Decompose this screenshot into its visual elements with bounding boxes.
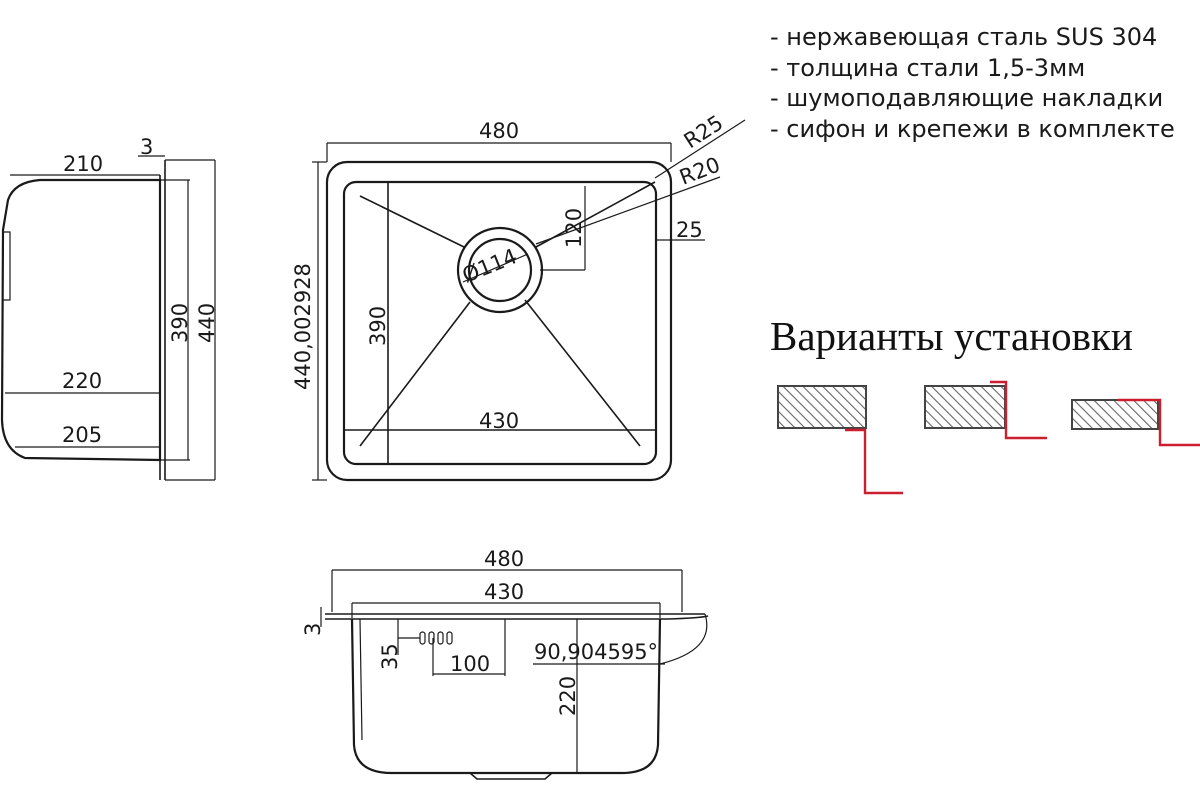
installation-variants-title: Варианты установки xyxy=(770,313,1133,359)
side-view-label-205: 205 xyxy=(62,423,102,447)
countertop-section-hatch xyxy=(924,385,1006,429)
top-view-inner-bowl xyxy=(342,180,658,466)
front-view: 480 430 3 35 100 90,904595° 220 xyxy=(301,547,709,780)
feature-item: - нержавеющая сталь SUS 304 xyxy=(770,23,1158,51)
countertop-section-hatch xyxy=(1071,399,1159,430)
top-view-slope-bottom-left xyxy=(359,301,471,447)
top-view: 480 R25 R20 120 25 Ø114 440,002928 390 4… xyxy=(291,111,746,482)
front-view-overflow-hole-2 xyxy=(428,631,435,645)
top-view-label-440: 440,002928 xyxy=(291,263,315,390)
front-view-bowl-inner-left xyxy=(359,618,363,741)
top-view-label-drain-diameter: Ø114 xyxy=(459,244,520,287)
top-view-slope-top-left xyxy=(359,195,465,248)
install-variant-flush-mount xyxy=(924,380,1047,440)
top-view-label-390: 390 xyxy=(366,306,390,346)
front-view-drain-foot xyxy=(469,772,553,780)
feature-item: - сифон и крепежи в комплекте xyxy=(770,114,1175,143)
front-view-label-35: 35 xyxy=(378,643,402,670)
front-view-label-100: 100 xyxy=(450,652,490,676)
front-view-label-3: 3 xyxy=(301,623,325,636)
front-view-label-220: 220 xyxy=(556,676,580,716)
side-view-front-lip xyxy=(2,231,11,301)
top-view-radius-leader-r20 xyxy=(535,176,721,245)
sink-profile-red xyxy=(990,380,1047,440)
front-view-overflow-hole-1 xyxy=(419,631,426,645)
feature-item: - шумоподавляющие накладки xyxy=(770,84,1164,112)
top-view-outer-rim xyxy=(325,160,673,482)
feature-item: - толщина стали 1,5-3мм xyxy=(770,53,1086,82)
side-view-label-220: 220 xyxy=(62,369,102,393)
top-view-slope-bottom-right xyxy=(524,299,641,447)
sink-profile-red xyxy=(845,428,903,495)
sink-profile-red xyxy=(1118,398,1200,447)
front-view-overflow-hole-3 xyxy=(437,631,444,645)
top-view-label-120: 120 xyxy=(562,208,586,248)
front-view-label-480: 480 xyxy=(484,547,524,571)
front-view-overflow-hole-4 xyxy=(446,631,453,645)
front-view-angle-arc xyxy=(659,613,708,665)
top-view-label-480: 480 xyxy=(479,119,519,143)
front-view-label-angle: 90,904595° xyxy=(534,640,658,664)
countertop-section-hatch xyxy=(777,385,867,429)
top-view-drain-dim-line xyxy=(462,253,529,283)
install-variant-top-mount xyxy=(777,385,903,495)
front-view-label-430: 430 xyxy=(484,580,524,604)
front-view-bowl xyxy=(350,618,662,775)
front-view-rim-curve xyxy=(667,615,709,620)
top-view-drain-inner xyxy=(467,237,533,303)
feature-list: - нержавеющая сталь SUS 304 - толщина ст… xyxy=(770,22,1175,144)
top-view-label-430: 430 xyxy=(479,409,519,433)
side-view-label-390: 390 xyxy=(168,303,192,343)
side-view: 210 3 390 440 220 205 xyxy=(0,135,219,481)
side-view-label-3: 3 xyxy=(140,135,153,159)
side-view-label-440: 440 xyxy=(195,303,219,343)
top-view-label-25: 25 xyxy=(676,218,703,242)
install-variant-under-mount xyxy=(1071,398,1200,447)
top-view-radius-leader-r25 xyxy=(654,119,746,179)
side-view-label-210: 210 xyxy=(63,152,103,176)
side-view-outline xyxy=(0,178,162,462)
